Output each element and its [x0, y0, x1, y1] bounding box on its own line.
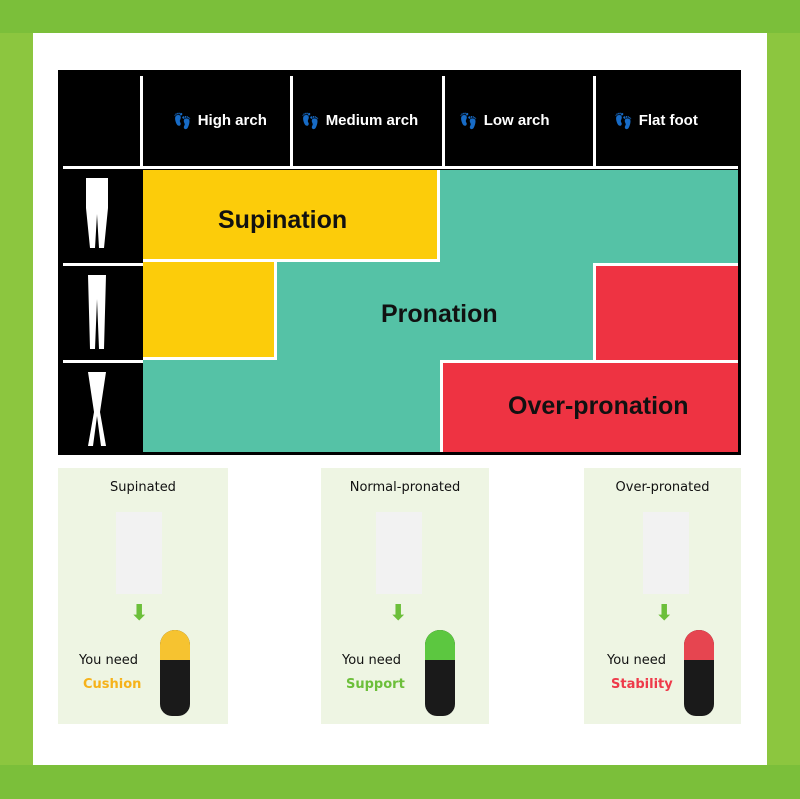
bottom-band	[0, 765, 800, 799]
down-arrow-icon: ⬇	[389, 601, 408, 626]
supination-zone-lower	[143, 262, 277, 360]
insole-type: Stability	[611, 677, 673, 692]
insole-type: Support	[346, 677, 405, 692]
legs-knock-knee-icon	[80, 370, 114, 450]
column-medium-arch: 👣Medium arch	[301, 112, 419, 130]
panel-title: Supinated	[110, 480, 176, 495]
column-flat-foot: 👣Flat foot	[614, 112, 698, 130]
foot-type-table: 👣High arch 👣Medium arch 👣Low arch 👣Flat …	[58, 70, 741, 455]
top-band	[0, 0, 800, 33]
ankle-xray-image	[116, 512, 162, 594]
panel-title: Over-pronated	[615, 480, 710, 495]
foot-icon: 👣	[459, 112, 478, 130]
panel-over-pronated: Over-pronated ⬇ You need Stability	[584, 468, 741, 724]
panel-title: Normal-pronated	[349, 480, 461, 495]
foot-icon: 👣	[614, 112, 633, 130]
insole-image	[160, 630, 190, 716]
panel-supinated: Supinated ⬇ You need Cushion	[58, 468, 228, 724]
insole-image	[425, 630, 455, 716]
need-label: You need	[607, 653, 667, 668]
down-arrow-icon: ⬇	[655, 601, 674, 626]
supination-label: Supination	[218, 206, 348, 234]
panel-normal-pronated: Normal-pronated ⬇ You need Support	[321, 468, 489, 724]
foot-icon: 👣	[301, 112, 320, 130]
down-arrow-icon: ⬇	[130, 601, 149, 626]
over-pronation-label: Over-pronation	[508, 392, 689, 420]
ankle-xray-image	[643, 512, 689, 594]
foot-icon: 👣	[173, 112, 192, 130]
ankle-xray-image	[376, 512, 422, 594]
pronation-label: Pronation	[381, 300, 498, 328]
legs-straight-icon	[80, 273, 114, 353]
need-label: You need	[79, 653, 139, 668]
need-label: You need	[342, 653, 402, 668]
insole-type: Cushion	[83, 677, 142, 692]
column-low-arch: 👣Low arch	[459, 112, 550, 130]
insole-image	[684, 630, 714, 716]
supination-zone	[143, 170, 440, 262]
legs-bowed-icon	[80, 176, 114, 256]
over-pronation-zone-lower	[440, 360, 738, 452]
column-high-arch: 👣High arch	[173, 112, 267, 130]
